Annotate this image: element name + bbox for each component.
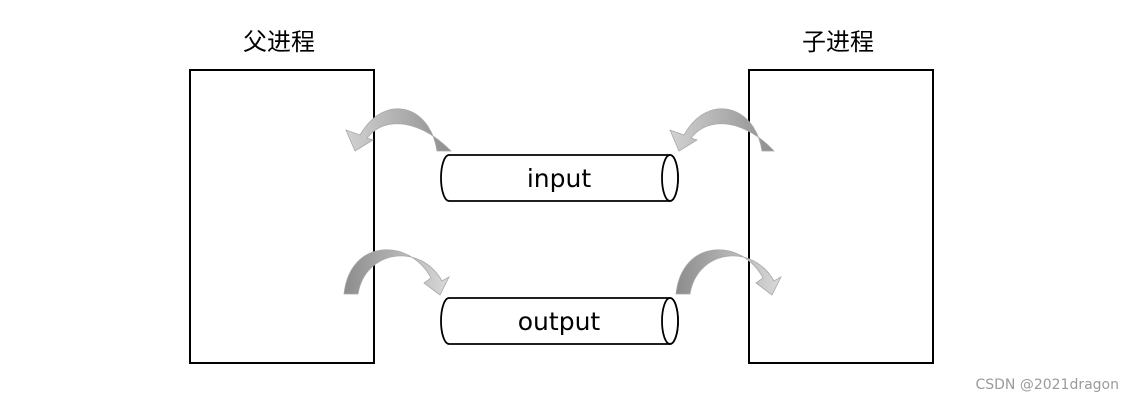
input-pipe-label: input [527,164,592,193]
child-process-title: 子进程 [802,28,874,56]
watermark: CSDN @2021dragon [975,377,1119,393]
parent-process-box [189,69,375,364]
parent-process-title: 父进程 [243,28,315,56]
curved-arrow-input-to-parent [345,108,452,152]
curved-arrow-child-to-input [669,108,775,152]
output-pipe [440,297,679,345]
curved-arrow-output-to-child [675,249,782,296]
output-pipe-label: output [518,307,601,336]
child-process-box [748,69,934,364]
input-pipe [440,154,679,202]
curved-arrow-parent-to-output [343,249,450,296]
